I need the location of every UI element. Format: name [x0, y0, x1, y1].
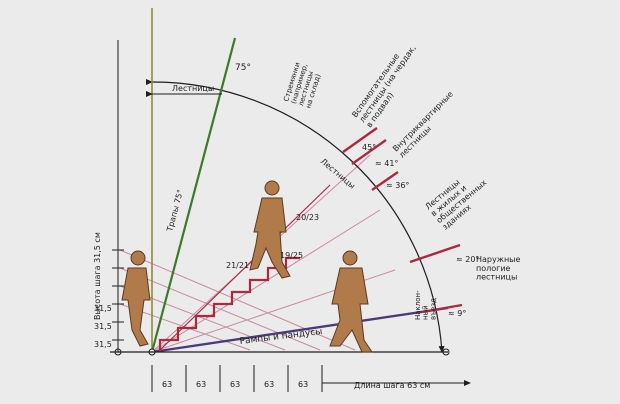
length-tick-label-4: 63: [264, 380, 274, 389]
label-ratio-21-21: 21/21: [226, 261, 249, 270]
length-tick-label-3: 63: [230, 380, 240, 389]
height-axis: [112, 40, 124, 352]
label-angle-36: ≈ 36°: [386, 181, 409, 190]
length-tick-label-2: 63: [196, 380, 206, 389]
label-angle-41: ≈ 41°: [375, 159, 398, 168]
length-tick-label-5: 63: [298, 380, 308, 389]
label-ratio-20-23: 20/23: [296, 213, 319, 222]
person-climbing-ladder: [121, 250, 151, 347]
label-height-axis: Высота шага 31,5 см: [93, 232, 102, 320]
person-walking-ramp: [329, 250, 373, 353]
label-angle-75: 75°: [235, 63, 251, 73]
length-axis: [151, 365, 471, 392]
staircase: [158, 256, 300, 352]
label-naklonny-vezd: Наклон-ныйвъезд: [414, 290, 437, 320]
arc-angle-ticks: [342, 127, 463, 314]
label-angle-20: ≈ 20°: [456, 255, 479, 264]
person-on-stairs: [249, 180, 291, 279]
ramp-line: [151, 306, 449, 354]
tick-41: [351, 139, 387, 165]
ladder-75-line: [150, 37, 237, 353]
tick-9: [421, 303, 463, 314]
height-tick-label-1: 31,5: [94, 304, 112, 313]
height-tick-label-3: 31,5: [94, 340, 112, 349]
label-lestnitsy-top: Лестницы: [172, 84, 214, 93]
length-tick-label-1: 63: [162, 380, 172, 389]
angle-arc: [145, 79, 445, 353]
tick-36: [371, 171, 399, 191]
tick-45: [342, 127, 378, 153]
height-tick-label-2: 31,5: [94, 322, 112, 331]
label-angle-45: 45°: [362, 143, 376, 152]
stair-slope-line: [159, 184, 331, 351]
label-angle-9: ≈ 9°: [448, 309, 466, 318]
label-length-axis: Длина шага 63 см: [354, 381, 430, 390]
label-ratio-19-25: 19/25: [280, 251, 303, 260]
tick-20: [409, 243, 461, 264]
